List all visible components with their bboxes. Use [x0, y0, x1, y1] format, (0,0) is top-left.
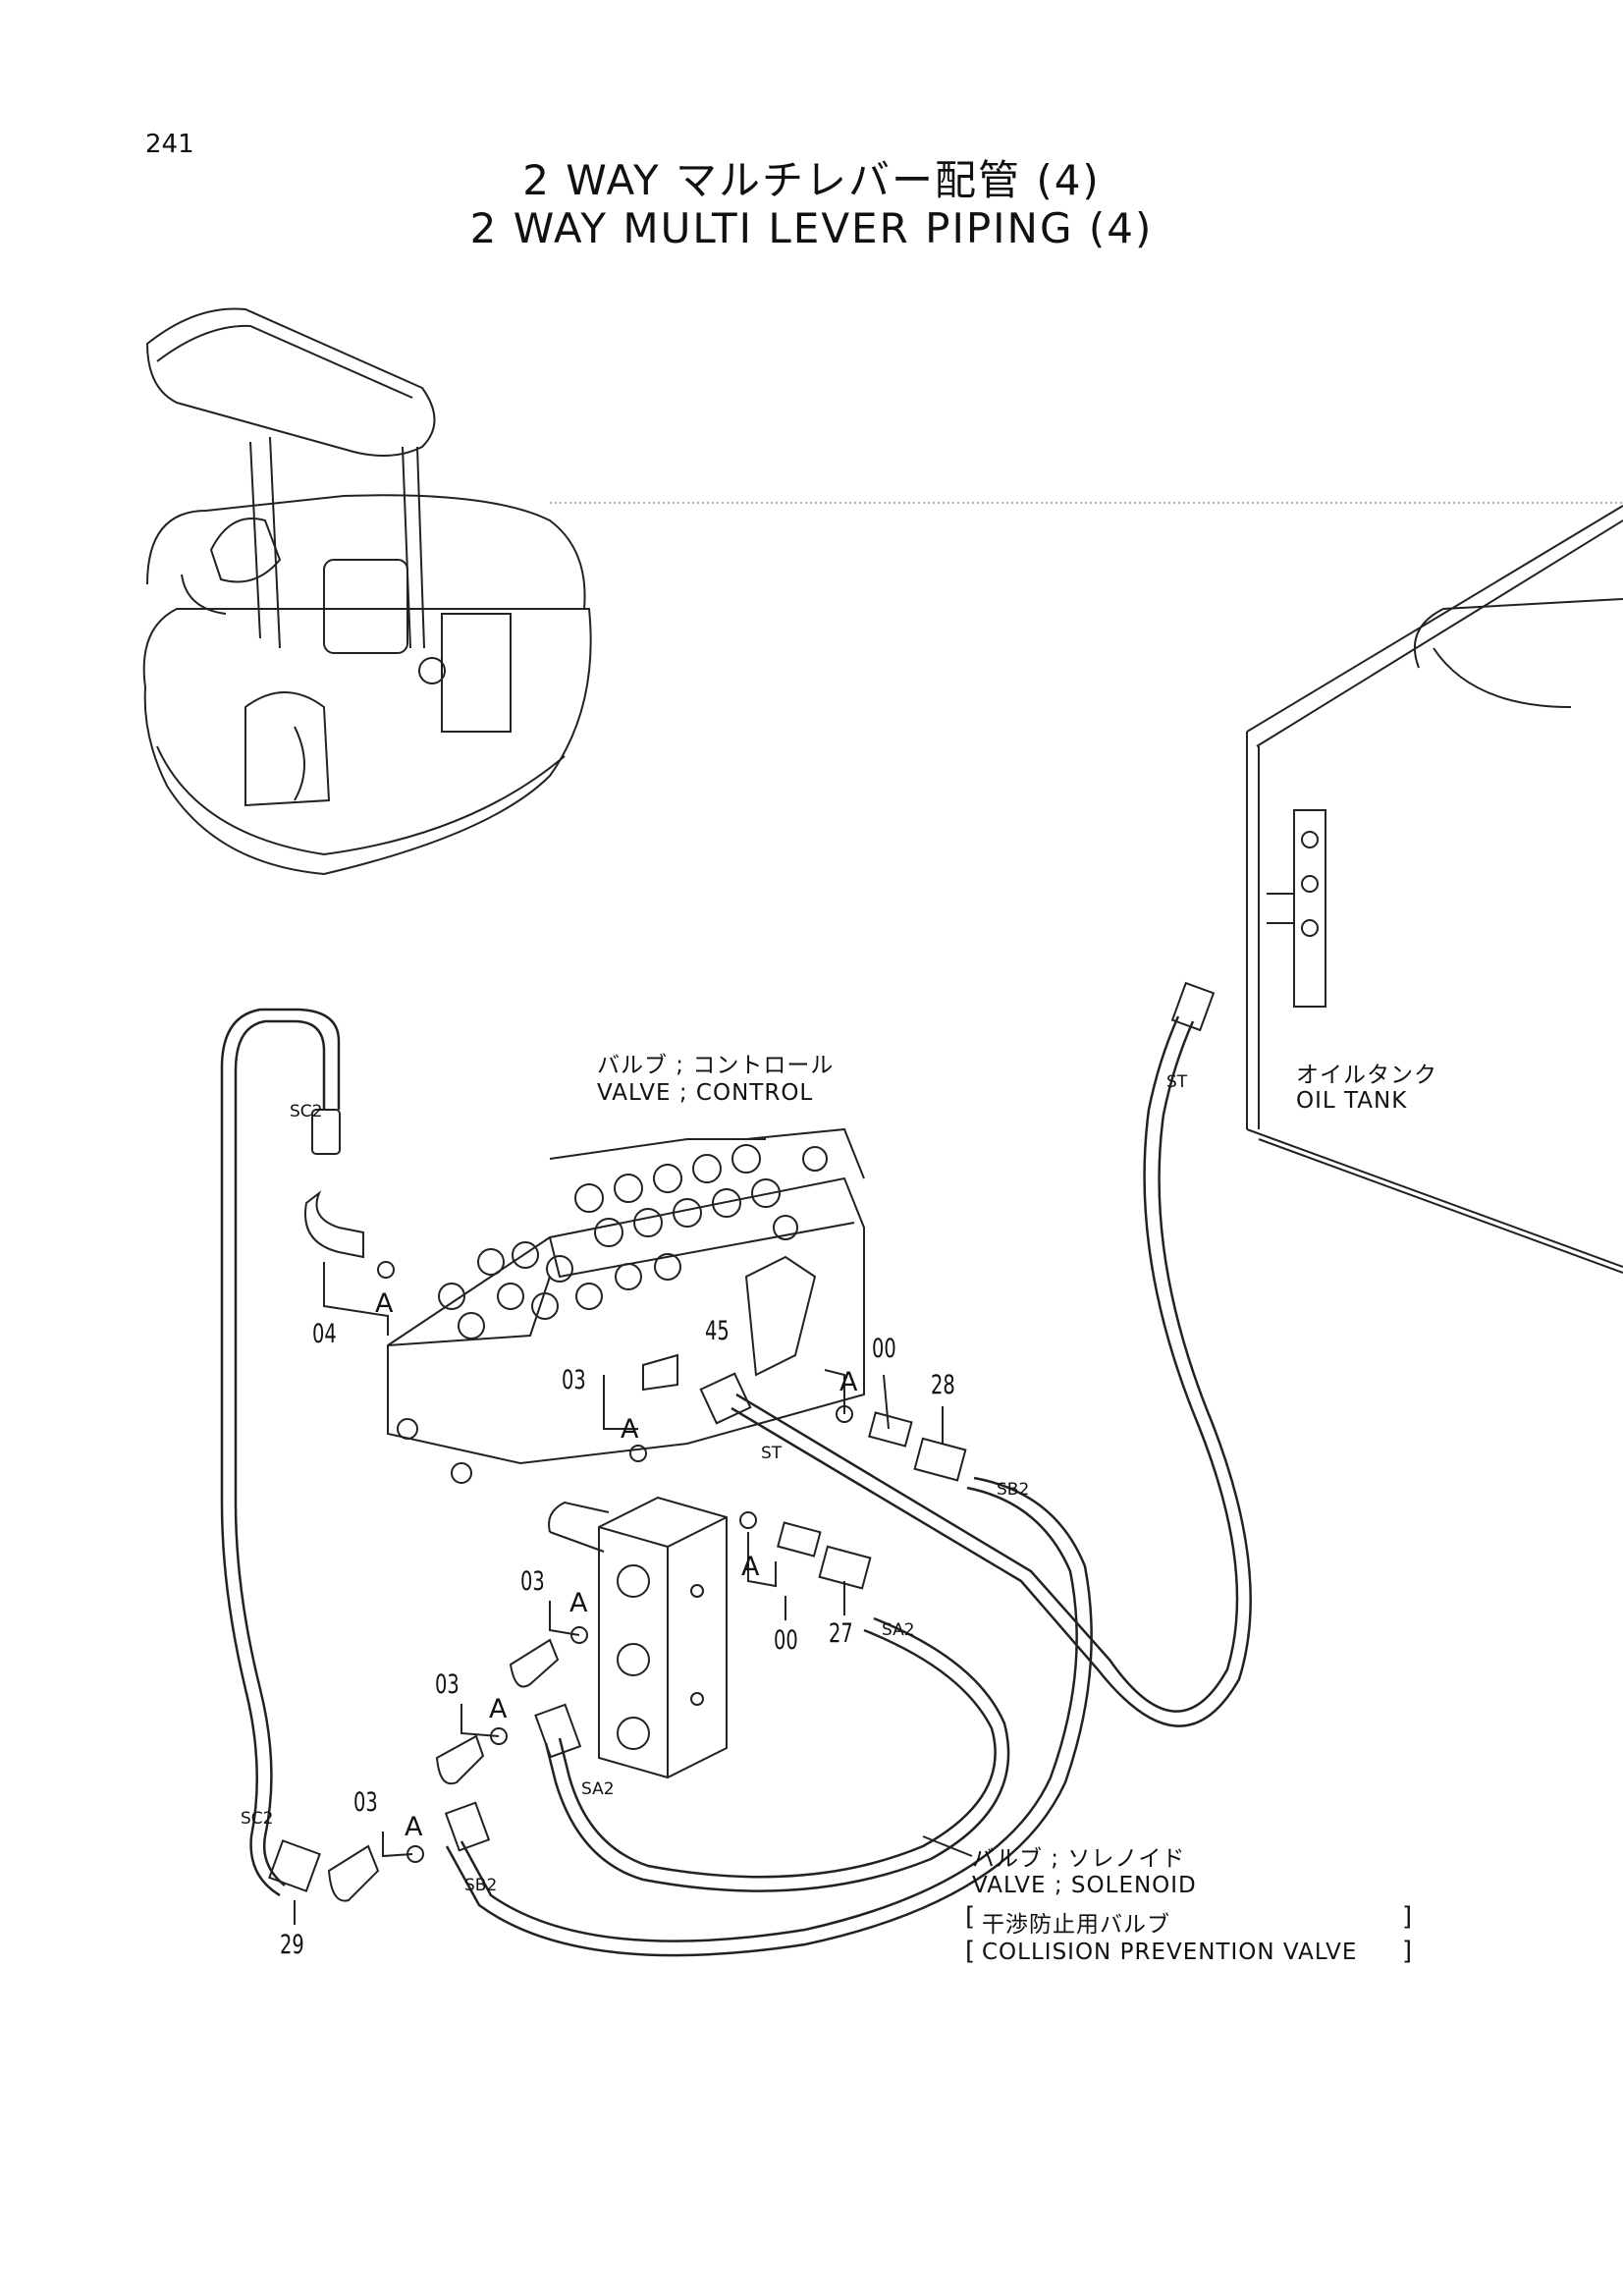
title-english: 2 WAY MULTI LEVER PIPING (4) — [469, 204, 1154, 252]
oil-tank-illustration — [1246, 505, 1623, 1274]
hose-tag-st-valve: ST — [761, 1444, 783, 1463]
detail-marker-a7: A — [405, 1812, 423, 1842]
fitting-sb2 — [444, 1801, 491, 1852]
part-number-03-b: 03 — [520, 1566, 545, 1597]
bracket-open-2: [ — [965, 1937, 977, 1966]
hose-tag-sa2-mid: SA2 — [882, 1620, 915, 1640]
hose-tag-sb2-top: SB2 — [997, 1480, 1030, 1500]
detail-marker-a2: A — [621, 1414, 639, 1445]
detail-marker-a1: A — [375, 1288, 394, 1319]
o-ring-03-b — [570, 1626, 588, 1644]
detail-marker-a4: A — [741, 1552, 760, 1582]
elbow-04 — [304, 1189, 364, 1259]
hose-tag-sc2-bottom: SC2 — [241, 1809, 274, 1829]
collision-label-jp: 干渉防止用バルブ — [982, 1912, 1170, 1938]
hose-tag-st-tank: ST — [1166, 1072, 1188, 1092]
part-number-45: 45 — [705, 1316, 730, 1346]
adapter-00-top — [868, 1411, 913, 1448]
part-number-03-a: 03 — [562, 1365, 586, 1395]
hose-tag-sc2-top: SC2 — [290, 1102, 323, 1121]
fitting-27 — [818, 1545, 872, 1590]
hoses — [220, 1008, 1252, 1957]
bracket-close-2: ] — [1402, 1937, 1414, 1966]
part-number-27: 27 — [829, 1618, 853, 1649]
fitting-45 — [699, 1372, 752, 1425]
title-japanese: 2 WAY マルチレバー配管 (4) — [522, 156, 1101, 204]
part-number-03-c: 03 — [435, 1669, 460, 1700]
bracket-close-1: ] — [1402, 1902, 1414, 1932]
elbow-03-b — [509, 1638, 560, 1688]
fitting-st-tank — [1170, 981, 1216, 1032]
oil-tank-label-jp: オイルタンク — [1296, 1063, 1437, 1088]
part-number-28: 28 — [931, 1370, 955, 1400]
elbow-03-top — [642, 1353, 678, 1392]
bracket-open-1: [ — [965, 1902, 977, 1932]
hose-tag-sa2-bottom: SA2 — [581, 1779, 615, 1799]
fittings — [268, 981, 1216, 1902]
solenoid-valve-illustration — [548, 1496, 728, 1779]
fitting-sc2-top — [311, 1109, 341, 1155]
o-ring-00-mid — [739, 1511, 757, 1529]
control-valve-label-jp: バルブ ; コントロール — [597, 1053, 835, 1078]
elbow-03-d — [327, 1844, 380, 1902]
fitting-29 — [268, 1839, 321, 1892]
elbow-03-c — [435, 1734, 485, 1785]
valve-port-circles — [438, 1144, 828, 1339]
control-valve-illustration — [387, 1127, 865, 1484]
solenoid-valve-label-jp: バルブ ; ソレノイド — [972, 1846, 1186, 1872]
detail-marker-a6: A — [489, 1694, 508, 1724]
part-number-29: 29 — [280, 1930, 304, 1960]
fitting-28 — [913, 1437, 967, 1482]
hose-tag-sb2-bottom: SB2 — [464, 1876, 498, 1895]
oil-tank-label-en: OIL TANK — [1296, 1088, 1408, 1114]
part-number-04: 04 — [312, 1319, 337, 1349]
fitting-sa2 — [534, 1703, 582, 1759]
o-ring-04 — [377, 1261, 395, 1279]
control-valve-label-en: VALVE ; CONTROL — [597, 1080, 814, 1106]
collision-label-en: COLLISION PREVENTION VALVE — [982, 1940, 1358, 1965]
detail-marker-a3: A — [839, 1367, 858, 1397]
excavator-illustration — [142, 307, 592, 876]
detail-marker-a5: A — [569, 1588, 588, 1618]
solenoid-valve-label-en: VALVE ; SOLENOID — [972, 1873, 1197, 1898]
adapter-00-mid — [777, 1521, 822, 1558]
part-number-00-mid: 00 — [774, 1625, 798, 1656]
part-number-00-top: 00 — [872, 1334, 896, 1364]
part-number-03-d: 03 — [353, 1787, 378, 1818]
leader-lines — [294, 1262, 973, 1925]
page-number: 241 — [145, 130, 194, 159]
